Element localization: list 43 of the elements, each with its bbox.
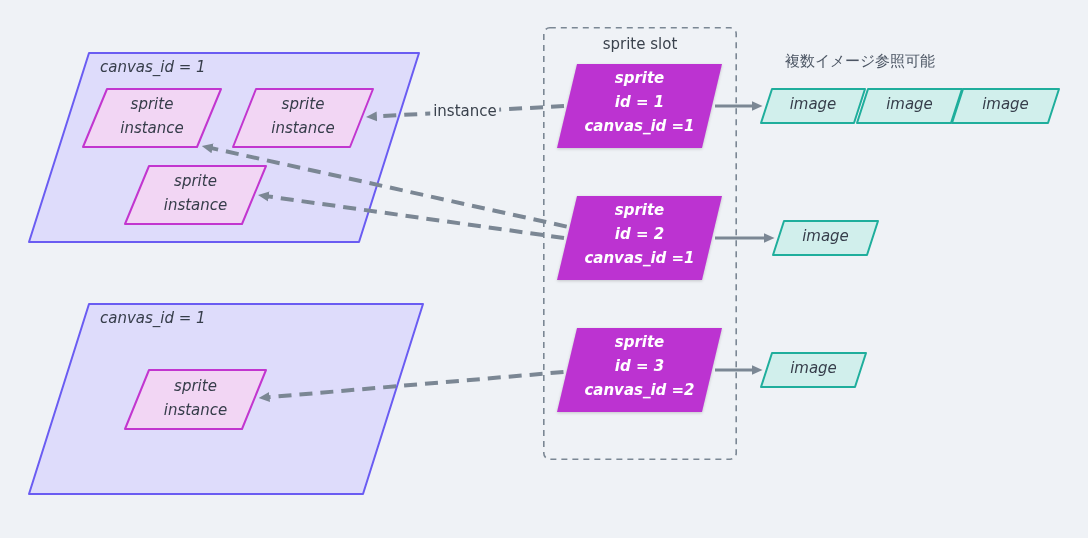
canvas-label: canvas_id = 1	[100, 57, 206, 78]
canvas-label: canvas_id = 1	[100, 308, 206, 329]
dashed-arrow	[258, 370, 564, 403]
instance-parallelogram	[232, 88, 374, 148]
dashed-arrow	[201, 143, 568, 229]
instance-parallelogram	[124, 165, 267, 225]
image-parallelogram	[856, 88, 963, 124]
sprite-parallelogram	[557, 64, 722, 148]
canvas-parallelogram	[28, 303, 424, 495]
sprite-label: id = 1	[614, 92, 665, 113]
arrow	[715, 101, 763, 111]
instance-label: sprite instance	[162, 375, 229, 421]
sprite-label: sprite	[614, 68, 665, 89]
instance-parallelogram	[124, 369, 267, 430]
sprite-label: id = 2	[614, 224, 665, 245]
image-parallelogram	[951, 88, 1060, 124]
sprite-label: canvas_id =1	[584, 248, 695, 269]
instance-parallelogram	[82, 88, 222, 148]
arrow	[715, 365, 763, 375]
sprite-parallelogram	[557, 328, 722, 412]
image-label: image	[886, 94, 933, 114]
arrow	[715, 233, 775, 243]
canvas-parallelogram	[28, 52, 420, 243]
sprite-label: canvas_id =2	[584, 380, 695, 401]
image-parallelogram	[760, 352, 867, 388]
image-label: image	[790, 358, 837, 378]
image-label: image	[802, 226, 849, 246]
image-label: image	[982, 94, 1029, 114]
instance-label: sprite instance	[119, 94, 185, 139]
image-label: image	[789, 94, 837, 114]
image-parallelogram	[772, 220, 879, 256]
slot-title: sprite slot	[602, 34, 678, 54]
instance-label: sprite instance	[270, 94, 336, 139]
sprite-parallelogram	[557, 196, 722, 280]
slot-frame	[543, 27, 737, 460]
dashed-arrow	[257, 191, 565, 240]
instance-label: sprite instance	[162, 171, 229, 216]
sprite-label: sprite	[614, 200, 665, 221]
sprite-label: canvas_id =1	[584, 116, 695, 137]
sprite-label: sprite	[614, 332, 665, 353]
image-parallelogram	[760, 88, 866, 124]
note-text: 複数イメージ参照可能	[785, 52, 935, 70]
sprite-label: id = 3	[614, 356, 665, 377]
